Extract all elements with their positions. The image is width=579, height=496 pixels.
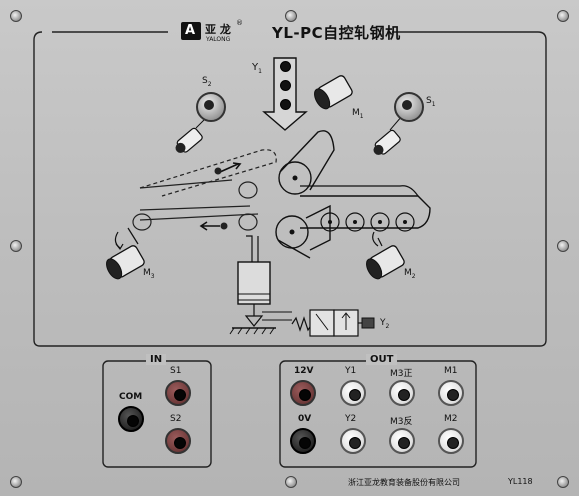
in-s1-jack[interactable]	[165, 380, 191, 406]
y2-label: Y2	[380, 318, 390, 330]
out-m3-forward-label: M3正	[390, 369, 413, 379]
screw	[557, 476, 569, 488]
out-m2-label: M2	[444, 414, 458, 424]
in-s1-label: S1	[170, 366, 182, 376]
page-title: YL-PC自控轧钢机	[272, 24, 401, 42]
brand-name-cn: 亚 龙	[205, 23, 231, 36]
brand-name-en: YALONG	[206, 36, 231, 43]
out-y1-jack[interactable]	[340, 380, 366, 406]
m3-label: M3	[143, 268, 155, 280]
brand-mark: A	[185, 23, 196, 38]
screw	[10, 476, 22, 488]
brand-logo	[181, 22, 201, 40]
model-number: YL118	[508, 477, 533, 486]
out-m1-jack[interactable]	[438, 380, 464, 406]
y1-indicator-1[interactable]	[280, 61, 291, 72]
out-12v-jack[interactable]	[290, 380, 316, 406]
s1-label: S1	[426, 96, 436, 108]
out-0v-label: 0V	[298, 414, 312, 424]
y1-label: Y1	[252, 62, 262, 75]
screw	[10, 10, 22, 22]
s2-label: S2	[202, 76, 212, 88]
in-s2-label: S2	[170, 414, 182, 424]
out-m3-reverse-label: M3反	[390, 417, 413, 427]
in-s2-jack[interactable]	[165, 428, 191, 454]
m1-label: M1	[352, 108, 364, 120]
m2-label: M2	[404, 268, 416, 280]
out-0v-jack[interactable]	[290, 428, 316, 454]
y1-indicator-2[interactable]	[280, 80, 291, 91]
y1-indicator-3[interactable]	[280, 99, 291, 110]
out-panel-title: OUT	[366, 354, 398, 365]
out-m1-label: M1	[444, 366, 458, 376]
screw	[10, 240, 22, 252]
screw	[557, 240, 569, 252]
s1-toggle-switch[interactable]	[394, 92, 424, 122]
s2-toggle-switch[interactable]	[196, 92, 226, 122]
out-12v-label: 12V	[294, 366, 314, 376]
screw	[557, 10, 569, 22]
out-m3-forward-jack[interactable]	[389, 380, 415, 406]
com-jack[interactable]	[118, 406, 144, 432]
out-y1-label: Y1	[345, 366, 357, 376]
out-m2-jack[interactable]	[438, 428, 464, 454]
screw	[285, 476, 297, 488]
company-name: 浙江亚龙教育装备股份有限公司	[348, 478, 460, 487]
com-label: COM	[119, 392, 143, 402]
in-panel-title: IN	[146, 354, 167, 365]
brand-reg: ®	[236, 19, 243, 27]
screw	[285, 10, 297, 22]
out-y2-jack[interactable]	[340, 428, 366, 454]
out-y2-label: Y2	[345, 414, 357, 424]
out-m3-reverse-jack[interactable]	[389, 428, 415, 454]
